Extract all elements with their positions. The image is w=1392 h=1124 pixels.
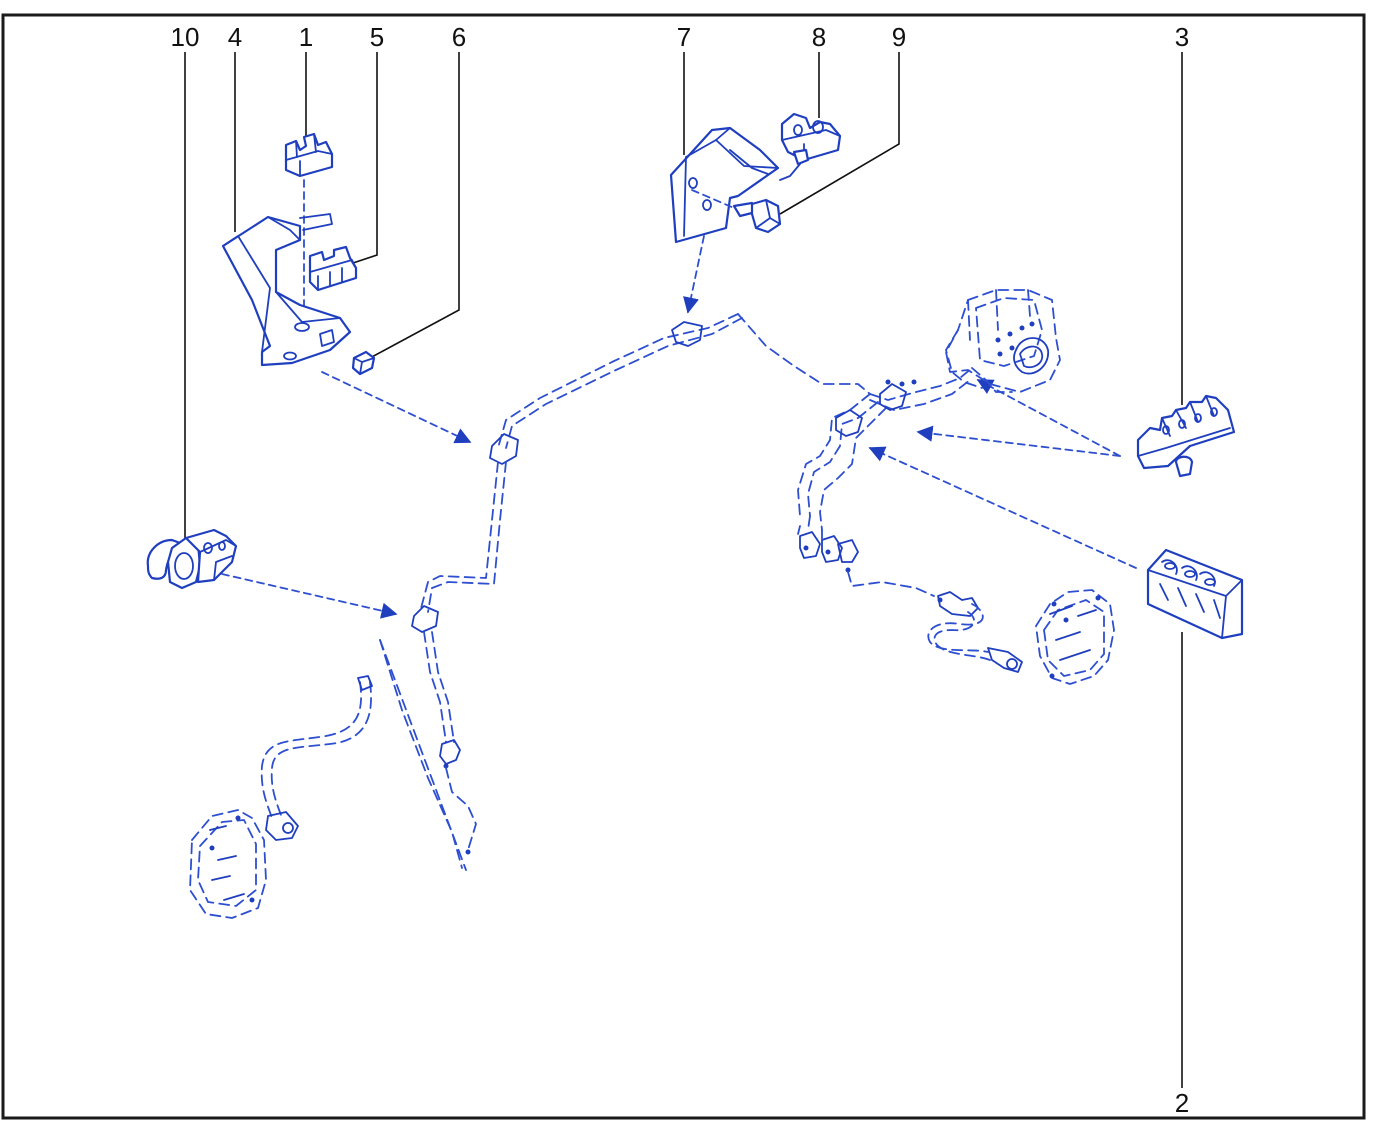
part-3-pipe-clip xyxy=(1136,394,1236,478)
callout-2: 2 xyxy=(1175,1088,1189,1118)
part-4-bracket xyxy=(221,213,352,367)
part-10-clip xyxy=(146,528,238,590)
arrow-bracket-4-to-pipe xyxy=(321,371,472,444)
callout-10: 10 xyxy=(171,22,200,52)
callout-7: 7 xyxy=(677,22,691,52)
part-2-block-clip xyxy=(1146,548,1244,640)
part-8-pipe-clip xyxy=(779,112,842,181)
leader-5 xyxy=(349,52,378,265)
callout-1: 1 xyxy=(299,22,313,52)
assembly-arrows xyxy=(221,235,1137,619)
part-7-bracket xyxy=(669,126,780,244)
callout-6: 6 xyxy=(452,22,466,52)
leader-6 xyxy=(369,52,460,359)
callout-4: 4 xyxy=(228,22,242,52)
callout-8: 8 xyxy=(812,22,826,52)
callout-9: 9 xyxy=(892,22,906,52)
diagram-frame xyxy=(1,13,1366,1120)
arrow-clip-2-to-pipe xyxy=(868,446,1137,569)
callouts: 10 4 1 5 6 7 8 9 3 2 xyxy=(171,22,1190,1118)
callout-5: 5 xyxy=(370,22,384,52)
brake-pipe-network xyxy=(189,289,1115,919)
part-5-double-clip xyxy=(308,245,358,292)
arrow-bracket-7-to-pipe xyxy=(683,235,705,314)
centre-line-9 xyxy=(691,189,735,209)
callout-3: 3 xyxy=(1175,22,1189,52)
leader-9 xyxy=(779,52,900,215)
part-9-bolt xyxy=(732,198,782,234)
arrow-clip-10-to-pipe xyxy=(221,573,398,619)
arrow-clip-3-to-pipe-b xyxy=(916,425,1121,457)
part-1-pipe-clip xyxy=(284,132,334,178)
part-6-grommet xyxy=(351,350,376,376)
